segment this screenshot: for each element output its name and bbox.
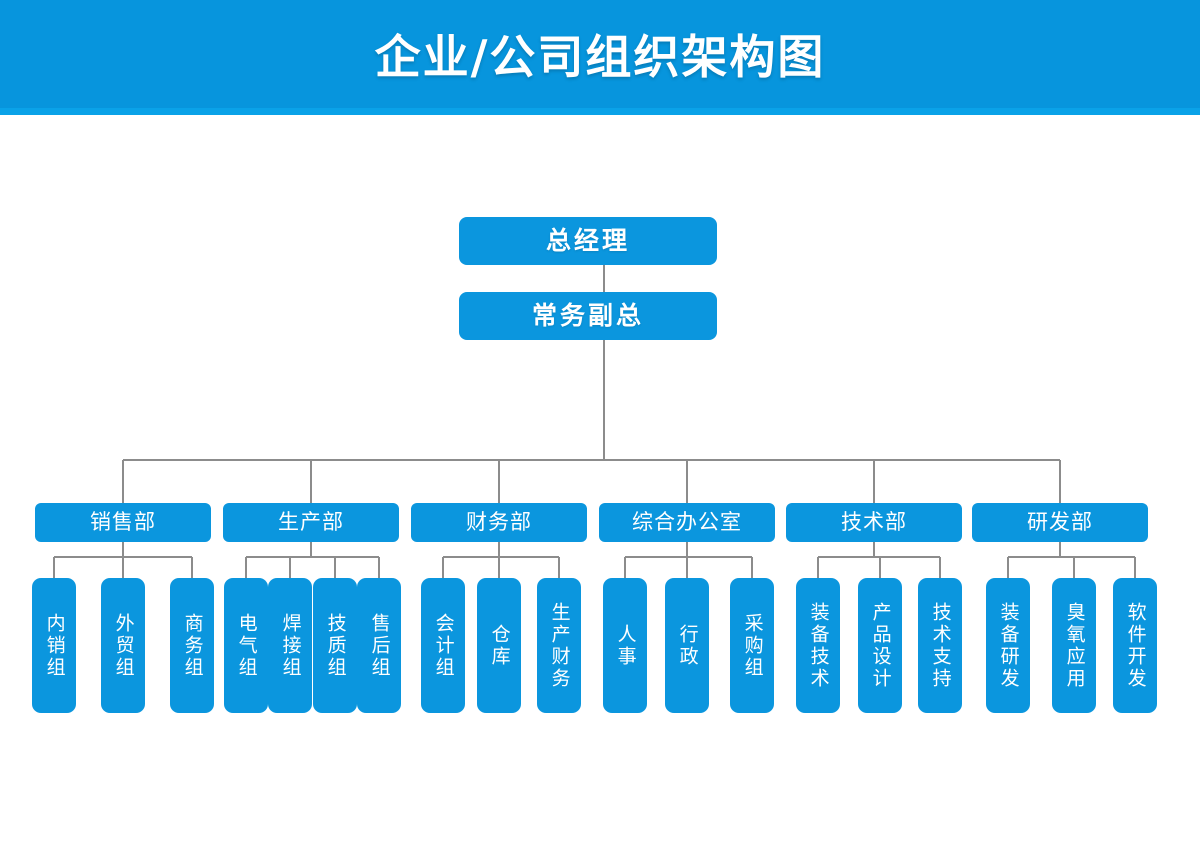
page-title: 企业/公司组织架构图 (374, 30, 826, 84)
node-team-technical-support[interactable]: 技术支持 (918, 578, 962, 713)
node-department-rnd[interactable]: 研发部 (972, 503, 1148, 542)
node-team-equipment-technology[interactable]: 装备技术 (796, 578, 840, 713)
node-department-technology[interactable]: 技术部 (786, 503, 962, 542)
node-team-warehouse[interactable]: 仓库 (477, 578, 521, 713)
node-team-human-resources[interactable]: 人事 (603, 578, 647, 713)
node-team-accounting[interactable]: 会计组 (421, 578, 465, 713)
node-executive-vice-president[interactable]: 常务副总 (459, 292, 717, 340)
node-team-after-sales[interactable]: 售后组 (357, 578, 401, 713)
node-team-ozone-application[interactable]: 臭氧应用 (1052, 578, 1096, 713)
org-chart: 总经理 常务副总 销售部 生产部 财务部 综合办公室 技术部 研发部 内销组 外… (0, 115, 1200, 848)
header-underline-divider (0, 108, 1200, 115)
node-team-foreign-trade[interactable]: 外贸组 (101, 578, 145, 713)
node-general-manager[interactable]: 总经理 (459, 217, 717, 265)
node-team-welding[interactable]: 焊接组 (268, 578, 312, 713)
node-department-sales[interactable]: 销售部 (35, 503, 211, 542)
node-team-domestic-sales[interactable]: 内销组 (32, 578, 76, 713)
node-team-administration[interactable]: 行政 (665, 578, 709, 713)
node-team-equipment-rnd[interactable]: 装备研发 (986, 578, 1030, 713)
node-team-purchasing[interactable]: 采购组 (730, 578, 774, 713)
header-banner: 企业/公司组织架构图 (0, 0, 1200, 108)
node-department-finance[interactable]: 财务部 (411, 503, 587, 542)
node-department-general-office[interactable]: 综合办公室 (599, 503, 775, 542)
node-department-production[interactable]: 生产部 (223, 503, 399, 542)
node-team-production-finance[interactable]: 生产财务 (537, 578, 581, 713)
node-team-software-development[interactable]: 软件开发 (1113, 578, 1157, 713)
node-team-technical-quality[interactable]: 技质组 (313, 578, 357, 713)
node-team-product-design[interactable]: 产品设计 (858, 578, 902, 713)
node-team-business[interactable]: 商务组 (170, 578, 214, 713)
node-team-electrical[interactable]: 电气组 (224, 578, 268, 713)
